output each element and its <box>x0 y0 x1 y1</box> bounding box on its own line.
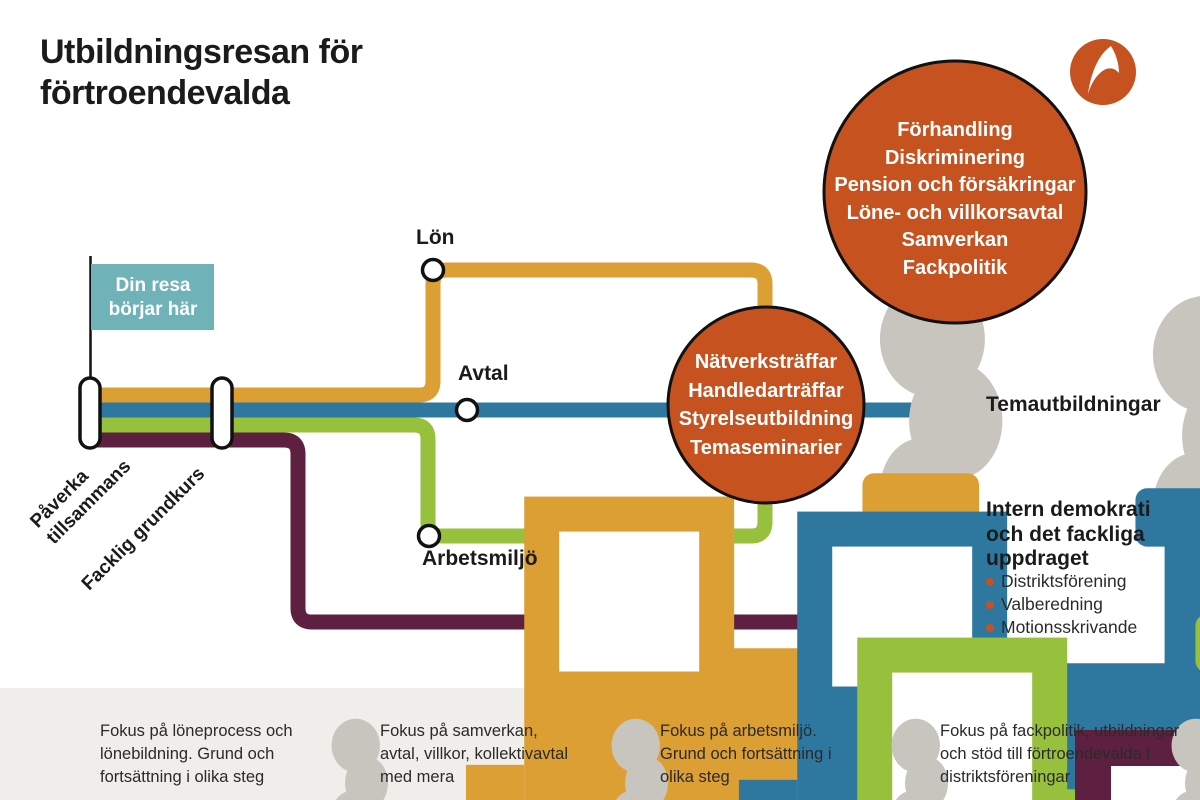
brand-logo-icon <box>1070 39 1136 105</box>
big-circle-line: Förhandling <box>897 119 1013 141</box>
legend-item-lon-text: Fokus på löneprocess och lönebildning. G… <box>100 722 293 786</box>
mid-circle-line: Styrelseutbildning <box>678 408 854 430</box>
intern-demokrati-bullets: Distriktsförening Valberedning Motionssk… <box>986 570 1186 639</box>
mid-circle-line: Temaseminarier <box>690 436 842 459</box>
big-theme-circle-text: Förhandling Diskriminering Pension och f… <box>805 117 1105 282</box>
bullet-item: Distriktsförening <box>986 570 1186 593</box>
station-arbetsmiljo <box>416 523 442 549</box>
page-title: Utbildningsresan för förtroendevalda <box>40 33 363 112</box>
bullet-item: Valberedning <box>986 593 1186 616</box>
big-theme-circle <box>822 59 1088 325</box>
big-circle-line: Diskriminering <box>884 146 1026 169</box>
legend-item-fackpolitik-text: Fokus på fackpolitik, utbildningar och s… <box>940 722 1180 786</box>
label-lon: Lön <box>416 226 455 249</box>
bullet-item: Motionsskrivande <box>986 616 1186 639</box>
station-pill-paverka <box>78 376 102 450</box>
bullet-dot-icon <box>986 577 994 586</box>
label-arbetsmiljo: Arbetsmiljö <box>422 547 538 570</box>
big-circle-line: Löne- och villkorsavtal <box>846 201 1064 224</box>
bullet-label: Valberedning <box>1001 594 1103 614</box>
mid-circle-line: Handledarträffar <box>688 379 844 402</box>
intern-demokrati-heading: Intern demokrati och det fackliga uppdra… <box>986 498 1151 570</box>
legend-item-avtal-text: Fokus på samverkan, avtal, villkor, koll… <box>380 722 568 786</box>
legend-item-arbetsmiljo-text: Fokus på arbetsmiljö. Grund och fortsätt… <box>660 722 832 786</box>
bullet-label: Distriktsförening <box>1001 571 1127 591</box>
big-circle-line: Fackpolitik <box>902 256 1008 279</box>
bullet-label: Motionsskrivande <box>1001 617 1138 637</box>
start-flag-label: Din resa börjar här <box>108 275 198 320</box>
start-flag <box>91 264 214 330</box>
mid-theme-circle-text: Nätverksträffar Handledarträffar Styrels… <box>636 348 896 462</box>
big-circle-line: Samverkan <box>901 229 1009 251</box>
station-avtal <box>454 397 480 423</box>
bullet-dot-icon <box>986 623 994 632</box>
label-temautbildningar: Temautbildningar <box>986 393 1161 416</box>
mid-theme-circle <box>666 305 866 505</box>
label-avtal: Avtal <box>458 362 509 385</box>
big-circle-line: Pension och försäkringar <box>834 174 1076 196</box>
station-pill-grundkurs <box>210 376 234 450</box>
mid-circle-line: Nätverksträffar <box>694 351 838 373</box>
bullet-dot-icon <box>986 600 994 609</box>
station-lon <box>420 257 446 283</box>
